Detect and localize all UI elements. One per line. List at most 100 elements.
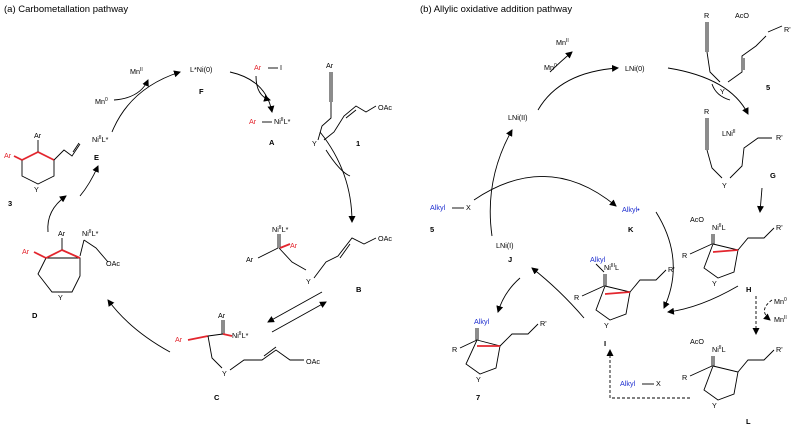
svg-text:Y: Y bbox=[712, 401, 717, 410]
arrow-mn-a bbox=[113, 79, 149, 101]
svg-text:R: R bbox=[704, 107, 709, 116]
mnII-b: MnII bbox=[556, 38, 569, 47]
svg-text:Ar: Ar bbox=[4, 151, 12, 160]
arrow-ArI bbox=[255, 75, 271, 102]
mn0-b: Mn0 bbox=[544, 63, 557, 72]
svg-text:K: K bbox=[628, 225, 634, 234]
svg-text:Y: Y bbox=[222, 369, 227, 378]
arrow-C-to-B bbox=[271, 301, 327, 333]
substrate-1: Ar Y OAc 1 bbox=[312, 61, 392, 148]
svg-text:R': R' bbox=[668, 265, 675, 274]
arrow-alkylX-to-K bbox=[473, 175, 617, 207]
species-D: Ar NiIIL* Ar Y OAc D bbox=[22, 229, 120, 320]
reagent-alkyl-halide: Alkyl X 5 bbox=[430, 203, 471, 234]
substrate-5: R Y AcO R' 5 bbox=[704, 11, 791, 96]
arrow-E-to-F bbox=[111, 70, 181, 133]
label-J: J bbox=[508, 255, 512, 264]
arrow-LNi0-to-G bbox=[667, 67, 749, 115]
svg-text:X: X bbox=[466, 203, 471, 212]
species-H: AcO NiIIL R Y R' H bbox=[682, 215, 783, 294]
svg-text:Y: Y bbox=[722, 181, 727, 190]
svg-text:Y: Y bbox=[58, 293, 63, 302]
arrow-sub5 bbox=[711, 83, 731, 101]
svg-text:D: D bbox=[32, 311, 38, 320]
arrow-LNiI-to-LNiII bbox=[489, 129, 513, 237]
svg-text:I: I bbox=[604, 339, 606, 348]
svg-text:G: G bbox=[770, 171, 776, 180]
svg-text:E: E bbox=[94, 153, 99, 162]
mn0-a: Mn0 bbox=[95, 97, 108, 106]
species-L: AcO NiIIL R Y R' L bbox=[682, 337, 783, 426]
svg-text:F: F bbox=[199, 87, 204, 96]
svg-text:Y: Y bbox=[604, 321, 609, 330]
reagent-aryl-iodide: Ar I bbox=[254, 63, 282, 72]
arrow-C-to-D bbox=[107, 299, 171, 353]
svg-text:NiIIIL: NiIIIL bbox=[604, 263, 619, 272]
svg-text:OAc: OAc bbox=[378, 234, 392, 243]
arrow-L-to-I-dashed bbox=[606, 349, 690, 399]
species-B: NiIIL* Ar Ar Y OAc B bbox=[246, 225, 392, 294]
species-A: Ar NiIIL* A bbox=[249, 117, 291, 147]
svg-text:Alkyl: Alkyl bbox=[430, 203, 446, 212]
svg-text:R': R' bbox=[776, 133, 783, 142]
svg-text:I: I bbox=[280, 63, 282, 72]
svg-text:H: H bbox=[746, 285, 751, 294]
svg-text:OAc: OAc bbox=[378, 103, 392, 112]
svg-text:B: B bbox=[356, 285, 362, 294]
svg-text:NiIIL*: NiIIL* bbox=[232, 331, 249, 340]
svg-text:OAc: OAc bbox=[306, 357, 320, 366]
species-F: L*Ni(0) F bbox=[190, 65, 212, 96]
arrow-LNiII-to-LNi0 bbox=[537, 64, 619, 111]
svg-text:R': R' bbox=[540, 319, 547, 328]
svg-text:AcO: AcO bbox=[690, 215, 704, 224]
svg-text:R': R' bbox=[776, 223, 783, 232]
svg-text:R: R bbox=[682, 373, 687, 382]
species-I: Alkyl NiIIIL R Y R' I bbox=[574, 255, 675, 348]
arrow-sub1 bbox=[325, 149, 351, 177]
species-LNiII: LNi(II) bbox=[508, 113, 528, 122]
arrow-B-to-C bbox=[267, 291, 323, 323]
svg-text:Alkyl: Alkyl bbox=[474, 317, 490, 326]
svg-text:L*Ni(0): L*Ni(0) bbox=[190, 65, 212, 74]
arrow-H-to-I bbox=[667, 285, 739, 315]
svg-text:X: X bbox=[656, 379, 661, 388]
arrow-G-to-H bbox=[757, 187, 764, 213]
svg-text:AcO: AcO bbox=[735, 11, 749, 20]
product-7: Alkyl R Y R' 7 bbox=[452, 317, 547, 402]
arrow-I-to-J bbox=[531, 267, 585, 319]
svg-text:Y: Y bbox=[34, 185, 39, 194]
svg-text:5: 5 bbox=[766, 83, 770, 92]
svg-text:R': R' bbox=[776, 345, 783, 354]
panel-b-title: (b) Allylic oxidative addition pathway bbox=[420, 4, 572, 15]
species-G: R Y LNiII R' G bbox=[704, 107, 783, 190]
svg-text:R: R bbox=[574, 293, 579, 302]
svg-text:Ar: Ar bbox=[246, 255, 254, 264]
svg-text:AcO: AcO bbox=[690, 337, 704, 346]
arrow-I-to-7 bbox=[496, 277, 521, 313]
svg-text:Ar: Ar bbox=[254, 63, 262, 72]
svg-text:5: 5 bbox=[430, 225, 434, 234]
svg-text:Ar: Ar bbox=[58, 229, 66, 238]
svg-text:7: 7 bbox=[476, 393, 480, 402]
svg-text:Alkyl: Alkyl bbox=[590, 255, 606, 264]
svg-text:3: 3 bbox=[8, 199, 12, 208]
reagent-alkyl-halide-bottom: Alkyl X bbox=[620, 379, 661, 388]
svg-text:Y: Y bbox=[306, 277, 311, 286]
svg-text:R: R bbox=[682, 251, 687, 260]
mnII-a: MnII bbox=[130, 67, 143, 76]
svg-text:LNiII: LNiII bbox=[722, 129, 736, 138]
mn0-H: Mn0 bbox=[774, 297, 787, 306]
svg-text:NiIIL: NiIIL bbox=[712, 223, 726, 232]
arrow-D-to-3 bbox=[47, 195, 67, 233]
species-E: NiIIL* E bbox=[92, 135, 109, 162]
svg-text:Y: Y bbox=[312, 139, 317, 148]
svg-text:A: A bbox=[269, 138, 275, 147]
svg-text:Ar: Ar bbox=[34, 131, 42, 140]
svg-text:C: C bbox=[214, 393, 220, 402]
species-C: Ar NiIIL* Ar Y OAc C bbox=[175, 311, 320, 402]
svg-text:L: L bbox=[746, 417, 751, 426]
svg-text:Y: Y bbox=[712, 279, 717, 288]
svg-text:Ar: Ar bbox=[175, 335, 183, 344]
svg-text:Ar: Ar bbox=[218, 311, 226, 320]
